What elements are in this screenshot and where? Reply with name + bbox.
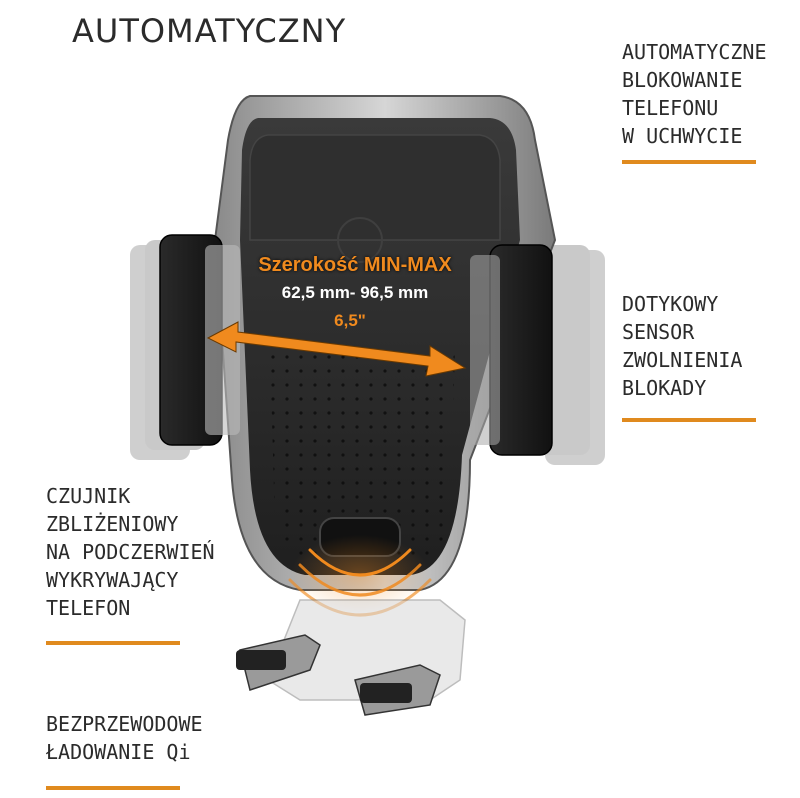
phone-holder-illustration [130, 95, 605, 716]
feature-auto-lock: AUTOMATYCZNE BLOKOWANIE TELEFONU W UCHWY… [622, 40, 767, 148]
feature-divider [622, 160, 756, 164]
feature-touch-sensor: DOTYKOWY SENSOR ZWOLNIENIA BLOKADY [622, 292, 743, 400]
width-arrow-icon [206, 321, 467, 377]
width-spec-title: Szerokość MIN-MAX [258, 254, 452, 276]
feature-divider [46, 786, 180, 790]
vent-clip-left [236, 634, 321, 691]
headline: AUTOMATYCZNY [72, 12, 347, 50]
feature-divider [622, 418, 756, 422]
feature-wireless-charging: BEZPRZEWODOWE ŁADOWANIE Qi [46, 712, 203, 764]
width-spec-range: 62,5 mm- 96,5 mm [281, 283, 429, 302]
width-spec-diagonal: 6,5" [334, 311, 366, 330]
feature-ir-sensor: CZUJNIK ZBLIŻENIOWY NA PODCZERWIEŃ WYKRY… [46, 484, 215, 620]
vent-clip-right [354, 664, 441, 716]
feature-divider [46, 641, 180, 645]
